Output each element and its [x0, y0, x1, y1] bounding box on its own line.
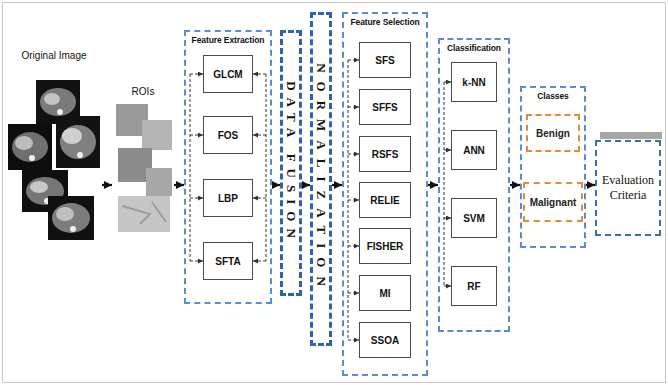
node-label: Evaluation Criteria — [601, 173, 655, 203]
node-label: SFTA — [215, 256, 240, 267]
node-label: SSOA — [371, 335, 399, 346]
roi-patch — [118, 196, 170, 232]
method-box: SSOA — [359, 322, 411, 358]
stage-group: Feature SelectionSFS SFFS RSFS RELIE FISHER M… — [342, 12, 428, 376]
node-label: DATA FUSION — [283, 81, 299, 245]
frame-border — [3, 3, 666, 383]
node-label: ANN — [463, 145, 485, 156]
bracket-arrow — [253, 74, 266, 75]
bracket-arrow — [190, 261, 203, 262]
flow-arrow — [586, 184, 595, 186]
bracket-arrow — [348, 154, 359, 155]
node-label: GLCM — [213, 69, 242, 80]
node-label: Feature Selection — [350, 17, 419, 27]
method-box: k-NN — [451, 62, 497, 102]
bracket-arrow — [190, 198, 203, 199]
method-box: FISHER — [359, 228, 411, 264]
node-label: Benign — [536, 128, 570, 139]
node-label: Original Image — [21, 50, 86, 61]
method-box: LBP — [203, 179, 253, 217]
flow-arrow — [428, 184, 438, 186]
node-label: Classification — [447, 43, 501, 53]
bracket-arrow — [444, 82, 451, 83]
node-label: RELIE — [370, 195, 399, 206]
node-label: k-NN — [462, 77, 485, 88]
method-box: SVM — [451, 198, 497, 238]
grey-bar — [600, 132, 662, 139]
stage-group: Classification k-NN ANN SVM RF — [438, 38, 510, 332]
flow-arrow — [302, 184, 310, 186]
method-box: RSFS — [359, 136, 411, 172]
roi-texture — [122, 202, 166, 224]
bracket-line — [190, 74, 191, 261]
node-label: Malignant — [530, 197, 577, 208]
method-box: GLCM — [203, 55, 253, 93]
node-label: SFFS — [372, 102, 398, 113]
roi-patches — [116, 104, 172, 232]
node-label: NORMALIZATION — [313, 63, 329, 295]
bracket-arrow — [253, 261, 266, 262]
node-label: MI — [379, 288, 390, 299]
bracket-arrow — [444, 218, 451, 219]
ct-slice — [56, 116, 100, 168]
method-box: RELIE — [359, 182, 411, 218]
process-band: DATA FUSION — [280, 30, 302, 296]
bracket-arrow — [190, 135, 203, 136]
process-band: NORMALIZATION — [310, 12, 332, 346]
node-label: SVM — [463, 213, 485, 224]
bracket-arrow — [348, 246, 359, 247]
bracket-arrow — [348, 293, 359, 294]
node-label: LBP — [218, 193, 238, 204]
flow-arrow — [332, 184, 342, 186]
flow-arrow — [102, 184, 112, 186]
bracket-arrow — [253, 135, 266, 136]
bracket-arrow — [348, 60, 359, 61]
method-box: SFFS — [359, 89, 411, 125]
bracket-arrow — [444, 150, 451, 151]
flow-arrow — [174, 184, 184, 186]
bracket-arrow — [348, 340, 359, 341]
node-label: ROIs — [132, 86, 155, 97]
bracket-arrow — [348, 107, 359, 108]
evaluation-box: Evaluation Criteria — [595, 140, 661, 236]
stage-group: ClassesBenignMalignant — [520, 86, 586, 248]
ct-image-stack — [8, 80, 100, 240]
class-box: Malignant — [523, 182, 584, 222]
method-box: MI — [359, 275, 411, 311]
flow-arrow — [272, 184, 280, 186]
node-label: RSFS — [372, 149, 399, 160]
flow-arrow — [510, 184, 520, 186]
image-group: ROIs — [112, 84, 174, 236]
roi-patch — [146, 168, 172, 196]
method-box: ANN — [451, 130, 497, 170]
method-box: RF — [451, 266, 497, 306]
node-label: Classes — [537, 91, 568, 101]
method-box: FOS — [203, 116, 253, 154]
ct-slice — [48, 196, 94, 240]
ct-slice — [8, 124, 52, 170]
roi-patch — [142, 120, 172, 150]
class-box: Benign — [526, 114, 580, 152]
node-label: RF — [467, 281, 480, 292]
image-group: Original Image — [6, 48, 102, 242]
method-box: SFTA — [203, 242, 253, 280]
node-label: SFS — [375, 55, 394, 66]
bracket-arrow — [253, 198, 266, 199]
stage-group: Feature ExtractionGLCM FOS LBP SFTA — [184, 30, 272, 304]
bracket-line — [266, 74, 267, 261]
node-label: FISHER — [367, 241, 404, 252]
node-label: Feature Extraction — [192, 35, 265, 45]
bracket-arrow — [190, 74, 203, 75]
bracket-line — [444, 82, 445, 286]
bracket-arrow — [348, 200, 359, 201]
method-box: SFS — [359, 42, 411, 78]
bracket-arrow — [444, 286, 451, 287]
node-label: FOS — [218, 130, 239, 141]
